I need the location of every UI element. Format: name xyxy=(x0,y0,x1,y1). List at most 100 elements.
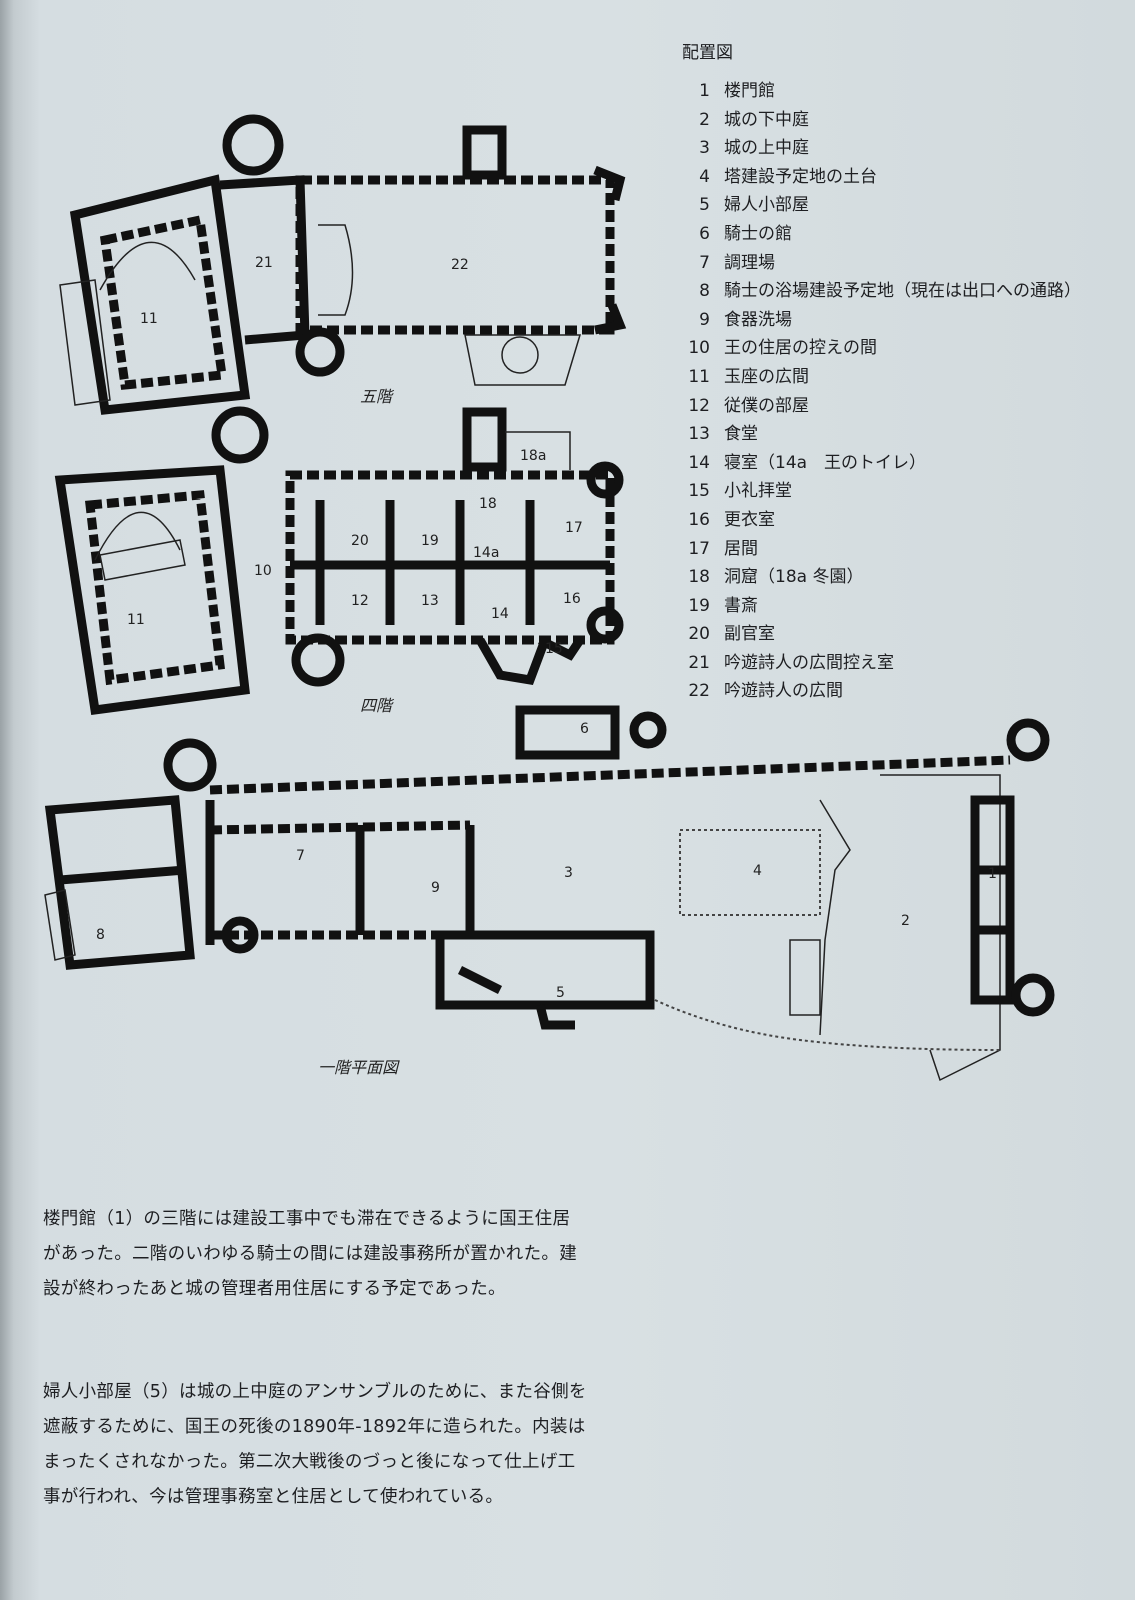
legend-number: 4 xyxy=(699,166,710,187)
legend-item: 6 騎士の館 xyxy=(682,220,1081,249)
legend-number: 19 xyxy=(688,595,710,616)
room-label: 19 xyxy=(421,533,439,549)
legend-label: 城の下中庭 xyxy=(724,109,809,130)
legend-number: 9 xyxy=(699,309,710,330)
legend-number: 8 xyxy=(699,281,710,302)
legend-label: 婦人小部屋 xyxy=(724,195,809,216)
legend-label: 更衣室 xyxy=(724,509,775,530)
legend-item: 22 吟遊詩人の広間 xyxy=(682,677,1081,706)
legend-label: 食器洗場 xyxy=(724,309,792,330)
room-label: 10 xyxy=(254,563,272,579)
legend-item: 18 洞窟（18a 冬園） xyxy=(682,563,1081,592)
legend-item: 2 城の下中庭 xyxy=(682,106,1081,135)
room-label: 4 xyxy=(753,863,762,879)
legend-number: 14 xyxy=(688,452,710,473)
legend-number: 6 xyxy=(699,223,710,244)
legend-number: 15 xyxy=(688,481,710,502)
room-label: 21 xyxy=(255,255,273,271)
legend-label: 城の上中庭 xyxy=(724,138,809,159)
legend-label: 居間 xyxy=(724,538,758,559)
legend-label: 騎士の館 xyxy=(724,223,792,244)
legend-item: 5 婦人小部屋 xyxy=(682,191,1081,220)
legend-label: 食堂 xyxy=(724,424,758,445)
legend-item: 21 吟遊詩人の広間控え室 xyxy=(682,649,1081,678)
legend-number: 22 xyxy=(688,681,710,702)
legend-item: 7 調理場 xyxy=(682,249,1081,278)
legend-title: 配置図 xyxy=(682,43,733,63)
legend-item: 11 玉座の広間 xyxy=(682,363,1081,392)
legend-label: 調理場 xyxy=(724,252,775,273)
legend-number: 2 xyxy=(699,109,710,130)
legend-item: 4 塔建設予定地の土台 xyxy=(682,163,1081,192)
legend-item: 16 更衣室 xyxy=(682,506,1081,535)
legend-item: 19 書斎 xyxy=(682,592,1081,621)
plan-caption: 四階 xyxy=(360,696,395,715)
legend-number: 20 xyxy=(688,624,710,645)
legend-label: 書斎 xyxy=(724,595,758,616)
legend-label: 従僕の部屋 xyxy=(724,395,809,416)
legend-label: 洞窟（18a 冬園） xyxy=(724,567,864,588)
room-label: 18 xyxy=(479,496,497,512)
legend-label: 小礼拝堂 xyxy=(724,481,792,502)
legend-item: 12 従僕の部屋 xyxy=(682,392,1081,421)
room-label: 3 xyxy=(564,865,573,881)
legend-number: 21 xyxy=(688,652,710,673)
legend-item: 3 城の上中庭 xyxy=(682,134,1081,163)
first-floor-plan xyxy=(44,705,1055,1082)
fifth-floor-plan xyxy=(59,114,627,415)
plan-caption: 五階 xyxy=(360,387,395,406)
legend-item: 8 騎士の浴場建設予定地（現在は出口への通路） xyxy=(682,277,1081,306)
legend-item: 10 王の住居の控えの間 xyxy=(682,334,1081,363)
room-label: 22 xyxy=(451,257,469,273)
legend-number: 10 xyxy=(688,338,710,359)
legend-number: 12 xyxy=(688,395,710,416)
room-label: 6 xyxy=(580,721,589,737)
room-label: 15 xyxy=(545,641,563,657)
room-label: 17 xyxy=(565,520,583,536)
legend-item: 13 食堂 xyxy=(682,420,1081,449)
legend-item: 14 寝室（14a 王のトイレ） xyxy=(682,449,1081,478)
room-label: 12 xyxy=(351,593,369,609)
legend-number: 11 xyxy=(688,366,710,387)
room-label: 14 xyxy=(491,606,509,622)
legend-number: 3 xyxy=(699,138,710,159)
room-label: 8 xyxy=(96,927,105,943)
room-labels-fourth: 18a 18 20 19 14a 17 10 12 13 14 16 15 11… xyxy=(127,448,583,715)
room-label: 1 xyxy=(988,866,997,882)
room-label: 18a xyxy=(520,448,546,464)
legend-label: 副官室 xyxy=(724,624,775,645)
legend-label: 吟遊詩人の広間控え室 xyxy=(724,652,894,673)
legend-number: 16 xyxy=(688,509,710,530)
legend-label: 吟遊詩人の広間 xyxy=(724,681,843,702)
floor-plans: 21 22 11 五階 18a 18 20 19 14a 17 10 12 13… xyxy=(44,114,1055,1082)
legend-number: 13 xyxy=(688,424,710,445)
room-label: 14a xyxy=(473,545,499,561)
legend-label: 王の住居の控えの間 xyxy=(724,338,877,359)
legend-item: 9 食器洗場 xyxy=(682,306,1081,335)
room-labels-first: 6 7 3 4 9 1 2 8 5 一階平面図 xyxy=(96,721,997,1077)
paragraph-ladies-room: 婦人小部屋（5）は城の上中庭のアンサンブルのために、また谷側を遮蔽するために、国… xyxy=(43,1382,587,1507)
legend-label: 玉座の広間 xyxy=(724,366,809,387)
fourth-floor-plan xyxy=(54,406,624,716)
legend-item: 15 小礼拝堂 xyxy=(682,477,1081,506)
room-label: 9 xyxy=(431,880,440,896)
legend-item: 20 副官室 xyxy=(682,620,1081,649)
room-label: 5 xyxy=(556,985,565,1001)
legend-number: 1 xyxy=(699,81,710,101)
legend-label: 騎士の浴場建設予定地（現在は出口への通路） xyxy=(724,281,1081,302)
legend-number: 7 xyxy=(699,252,710,273)
plan-caption: 一階平面図 xyxy=(318,1058,400,1077)
room-label: 16 xyxy=(563,591,581,607)
legend-number: 5 xyxy=(699,195,710,216)
room-label: 11 xyxy=(127,612,145,628)
legend-label: 寝室（14a 王のトイレ） xyxy=(724,452,927,473)
room-label: 13 xyxy=(421,593,439,609)
legend-number: 18 xyxy=(688,567,710,588)
room-label: 2 xyxy=(901,913,910,929)
paragraph-gatehouse: 楼門館（1）の三階には建設工事中でも滞在できるように国王住居があった。二階のいわ… xyxy=(43,1209,577,1299)
legend-label: 塔建設予定地の土台 xyxy=(724,166,877,187)
